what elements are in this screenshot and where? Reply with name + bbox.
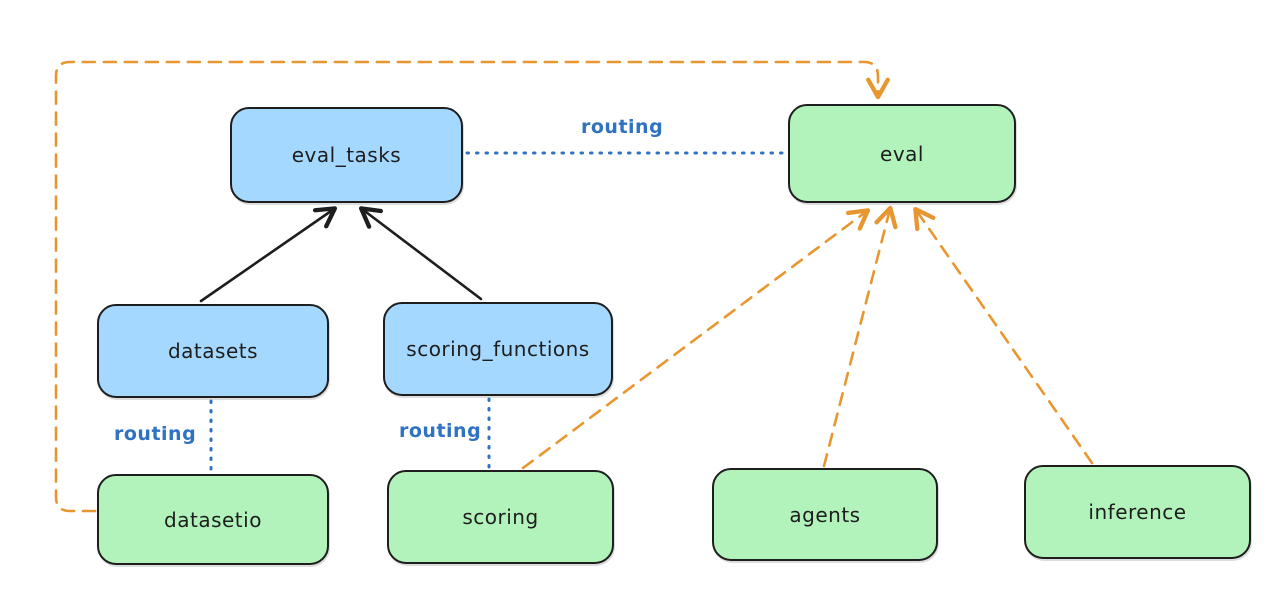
edge-label-routing-eval-tasks-eval: routing [581, 116, 664, 138]
edge-label-routing-datasets-datasetio: routing [114, 423, 197, 445]
node-agents-label: agents [789, 502, 861, 527]
node-agents: agents [712, 468, 938, 561]
node-scoring: scoring [387, 470, 614, 564]
edge-datasets-eval_tasks-arrow [199, 206, 338, 303]
node-scoring-functions-label: scoring_functions [406, 337, 590, 361]
edge-scoring_functions-eval_tasks-arrow [358, 206, 483, 301]
node-eval: eval [788, 104, 1016, 203]
node-scoring-label: scoring [462, 505, 539, 529]
node-eval-tasks-label: eval_tasks [291, 143, 402, 167]
node-inference: inference [1024, 465, 1251, 559]
edge-label-routing-scoring-functions-scoring: routing [399, 420, 482, 442]
node-datasets-label: datasets [167, 339, 259, 363]
node-datasetio: datasetio [97, 474, 329, 565]
edge-agents-eval-dashed [822, 205, 898, 468]
node-scoring-functions: scoring_functions [383, 302, 613, 396]
node-datasets: datasets [97, 304, 329, 398]
node-eval-tasks: eval_tasks [230, 107, 463, 203]
node-datasetio-label: datasetio [164, 507, 262, 532]
edge-inference-eval-dashed [913, 206, 1094, 465]
node-eval-label: eval [880, 141, 924, 166]
node-inference-label: inference [1088, 500, 1187, 524]
